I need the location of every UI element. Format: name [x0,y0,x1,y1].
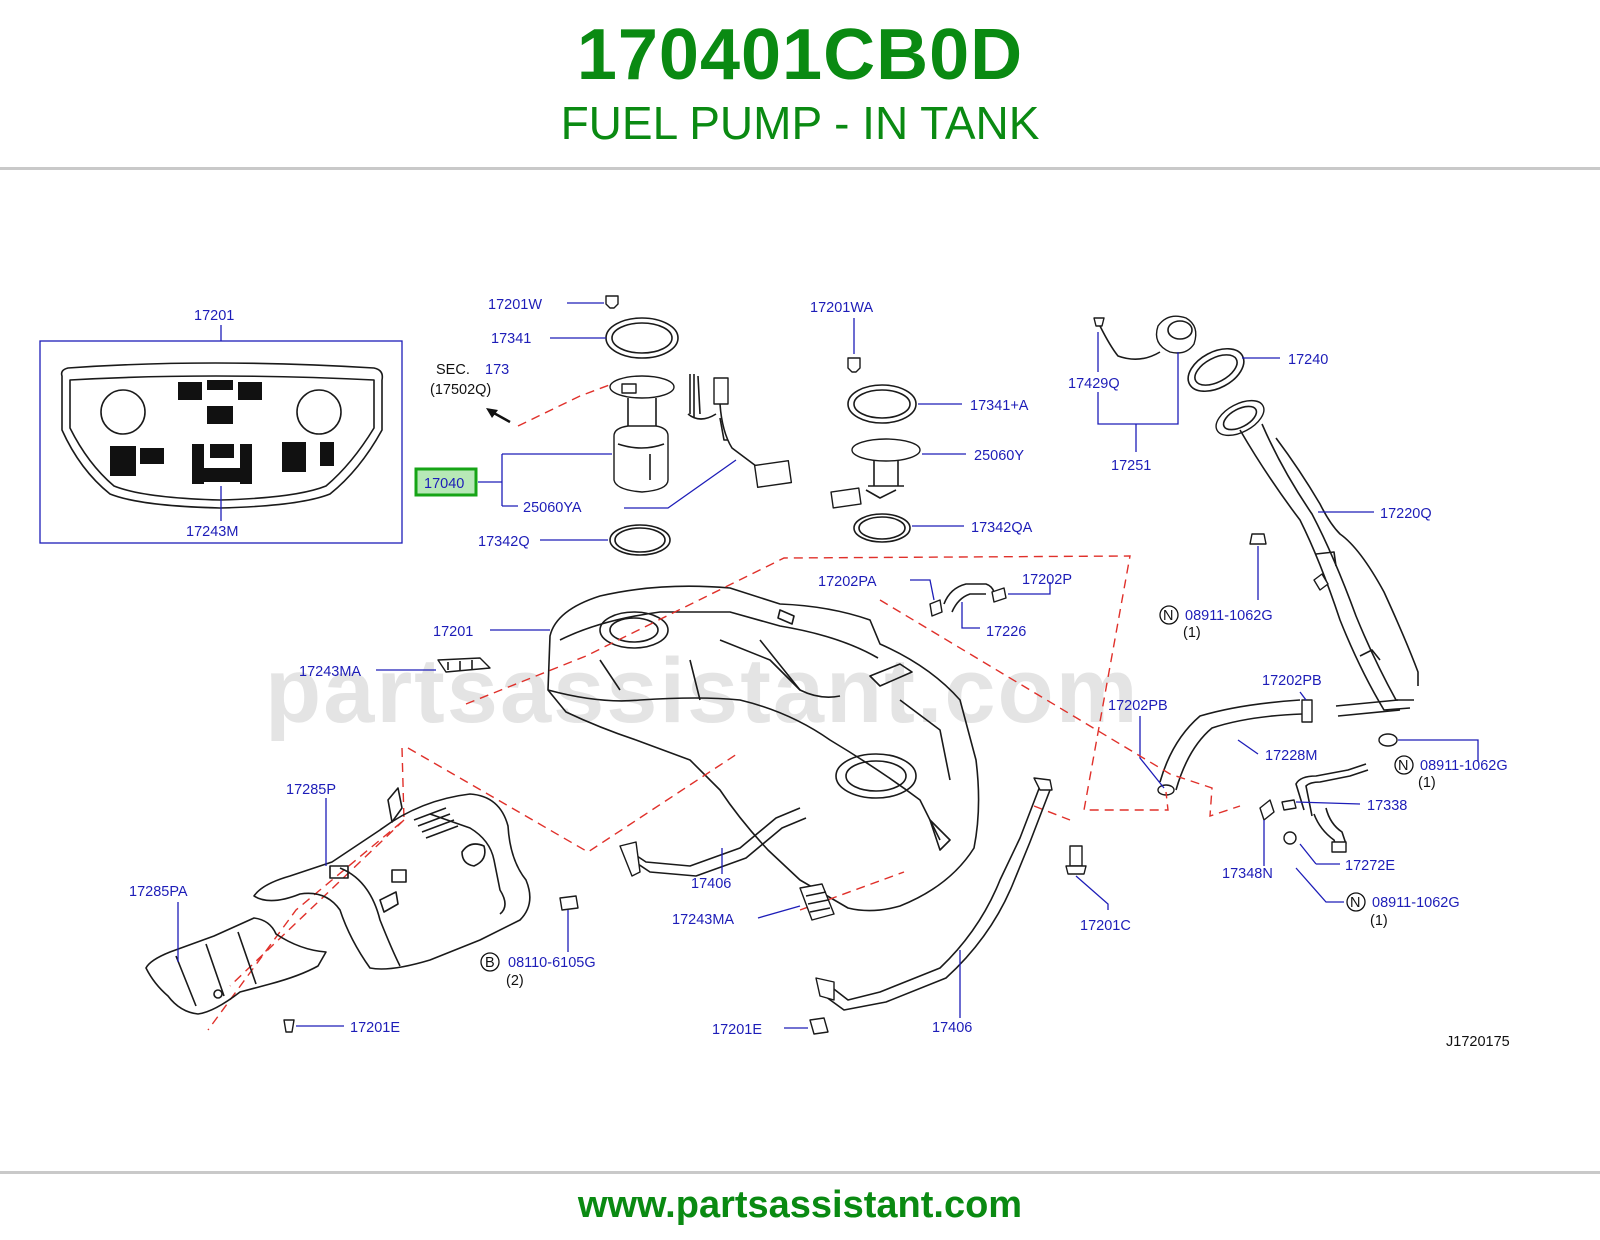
label-17243MA-a: 17243MA [299,664,361,680]
qty-08911-b: (1) [1418,775,1436,791]
heat-shield-small [145,917,327,1015]
label-17251: 17251 [1111,458,1151,474]
label-17341: 17341 [491,331,531,347]
label-17202PB-b: 17202PB [1108,698,1168,714]
drawing-id: J1720175 [1446,1034,1510,1050]
part-17040-highlight[interactable] [414,467,478,497]
n-badge-icon [1159,605,1179,625]
clip-17201E-a [283,1019,295,1033]
label-17341A: 17341+A [970,398,1029,414]
label-17202PB-a: 17202PB [1262,673,1322,689]
label-17201-tank: 17201 [433,624,473,640]
bolt-17201C [1069,845,1083,867]
label-17240: 17240 [1288,352,1328,368]
label-17406-b: 17406 [932,1020,972,1036]
section-ref-label: SEC. [436,362,470,378]
label-17338: 17338 [1367,798,1407,814]
inset-tank-topview [39,325,403,544]
b-badge-icon [480,952,500,972]
part-number-title: 170401CB0D [576,15,1024,95]
n-badge-a-text: N [1163,608,1173,624]
bolt-08110 [559,895,579,911]
label-17272E: 17272E [1345,858,1395,874]
label-17202PA: 17202PA [818,574,877,590]
fuel-sender-assembly [830,357,921,543]
label-17201-inset: 17201 [194,308,234,324]
tank-strap-b [815,777,1053,1011]
part-name-subtitle: FUEL PUMP - IN TANK [560,97,1040,149]
label-17201E-a: 17201E [350,1020,400,1036]
n-badge-icon [1346,892,1366,912]
n-badge-c-text: N [1350,895,1360,911]
label-17201W: 17201W [488,297,542,313]
section-arrowhead-icon [486,408,498,418]
fuel-tank [547,585,980,912]
label-17285PA: 17285PA [129,884,188,900]
n-badge-icon [1394,755,1414,775]
label-17228M: 17228M [1265,748,1317,764]
header-divider [0,167,1600,170]
qty-08911-c: (1) [1370,913,1388,929]
n-badge-b-text: N [1398,758,1408,774]
label-17226: 17226 [986,624,1026,640]
label-08911-b: 08911-1062G [1420,758,1508,774]
label-17406-a: 17406 [691,876,731,892]
qty-08911-a: (1) [1183,625,1201,641]
footer-divider [0,1171,1600,1174]
label-08911-c: 08911-1062G [1372,895,1460,911]
section-ref-subpart: (17502Q) [430,382,491,398]
label-08911-a: 08911-1062G [1185,608,1273,624]
label-25060YA: 25060YA [523,500,582,516]
label-17342QA: 17342QA [971,520,1033,536]
clip-nut-a [1249,533,1267,545]
pad-17243MA-a [437,657,491,673]
label-17201WA: 17201WA [810,300,873,316]
filler-hoses [1157,699,1401,853]
clip-nut-b [1378,733,1398,747]
label-17285P: 17285P [286,782,336,798]
label-17202P: 17202P [1022,572,1072,588]
clip-17201E-b [809,1017,829,1035]
filler-neck-assembly [1093,315,1419,711]
footer-url-link[interactable]: www.partsassistant.com [577,1184,1023,1226]
tank-strap-a [619,807,807,877]
label-17220Q: 17220Q [1380,506,1432,522]
evap-hose [929,583,1007,617]
qty-08110: (2) [506,973,524,989]
label-17342Q: 17342Q [478,534,530,550]
label-08110: 08110-6105G [508,955,596,971]
label-17243MA-b: 17243MA [672,912,734,928]
label-17429Q: 17429Q [1068,376,1120,392]
fuel-pump-assembly [605,295,793,556]
label-17201C: 17201C [1080,918,1131,934]
label-17040[interactable]: 17040 [424,476,464,492]
b-badge-text: B [485,955,495,971]
label-17201E-b: 17201E [712,1022,762,1038]
label-17348N: 17348N [1222,866,1273,882]
heat-shield [253,787,531,970]
label-17243M: 17243M [186,524,238,540]
section-ref-number[interactable]: 173 [485,362,509,378]
page-header: 170401CB0D FUEL PUMP - IN TANK [0,0,1600,170]
label-25060Y: 25060Y [974,448,1024,464]
watermark: partsassistant.com [265,640,1140,742]
